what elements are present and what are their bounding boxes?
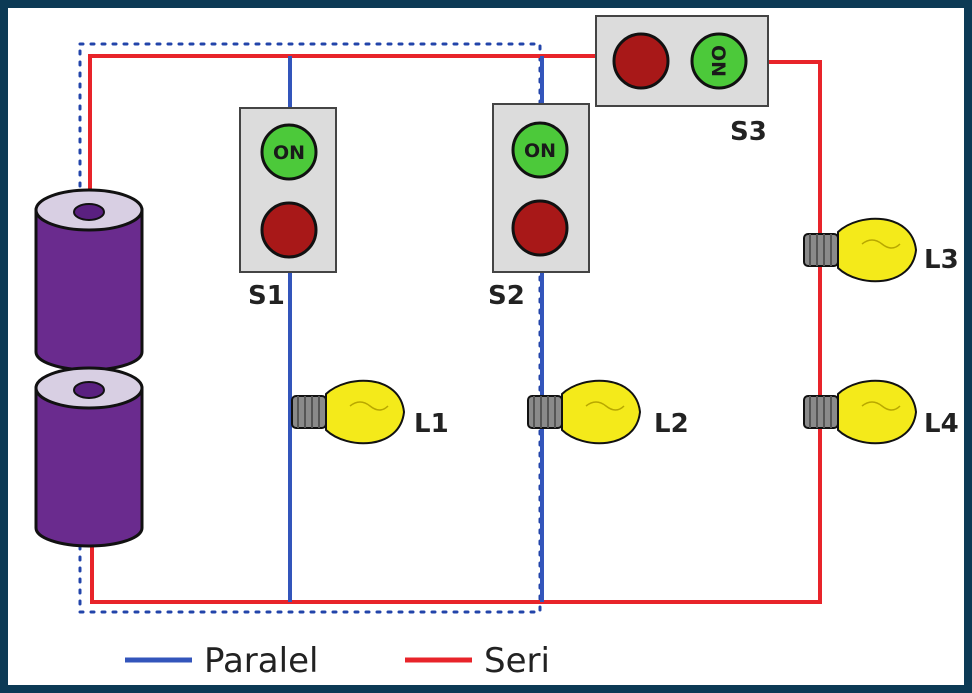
legend-label-paralel: Paralel	[204, 641, 318, 681]
switch-s2-label: S2	[488, 281, 525, 311]
battery-top	[34, 188, 144, 372]
legend: Paralel Seri	[125, 641, 550, 681]
switch-s2-off-button[interactable]	[511, 199, 569, 257]
lamp-l4	[803, 379, 918, 445]
switch-s3-label: S3	[730, 117, 767, 147]
switch-s2-on-button[interactable]	[511, 121, 569, 179]
switch-s2[interactable]: ON	[492, 103, 590, 273]
switch-s1-off-button[interactable]	[260, 201, 318, 259]
parallel-boundary-box	[78, 42, 542, 614]
switch-s1-label: S1	[248, 281, 285, 311]
switch-s1[interactable]: ON	[239, 107, 337, 273]
switch-s3[interactable]: ON	[595, 15, 769, 107]
lamp-l2	[527, 379, 642, 445]
switch-s3-off-button[interactable]	[612, 32, 670, 90]
diagram-background	[8, 8, 964, 685]
series-wire	[88, 54, 822, 604]
switch-s3-on-button[interactable]	[690, 32, 748, 90]
legend-label-seri: Seri	[484, 641, 550, 681]
switch-s3-on-label: ON	[707, 45, 729, 77]
switch-s1-on-label: ON	[273, 142, 305, 164]
battery-bottom	[34, 366, 144, 548]
lamp-l1-label: L1	[414, 409, 449, 439]
lamp-l2-label: L2	[654, 409, 689, 439]
switch-s1-on-button[interactable]	[260, 123, 318, 181]
switch-s2-on-label: ON	[524, 140, 556, 162]
lamp-l3	[803, 217, 918, 283]
lamp-l4-label: L4	[924, 409, 959, 439]
lamp-l3-label: L3	[924, 245, 959, 275]
lamp-l1	[291, 379, 406, 445]
